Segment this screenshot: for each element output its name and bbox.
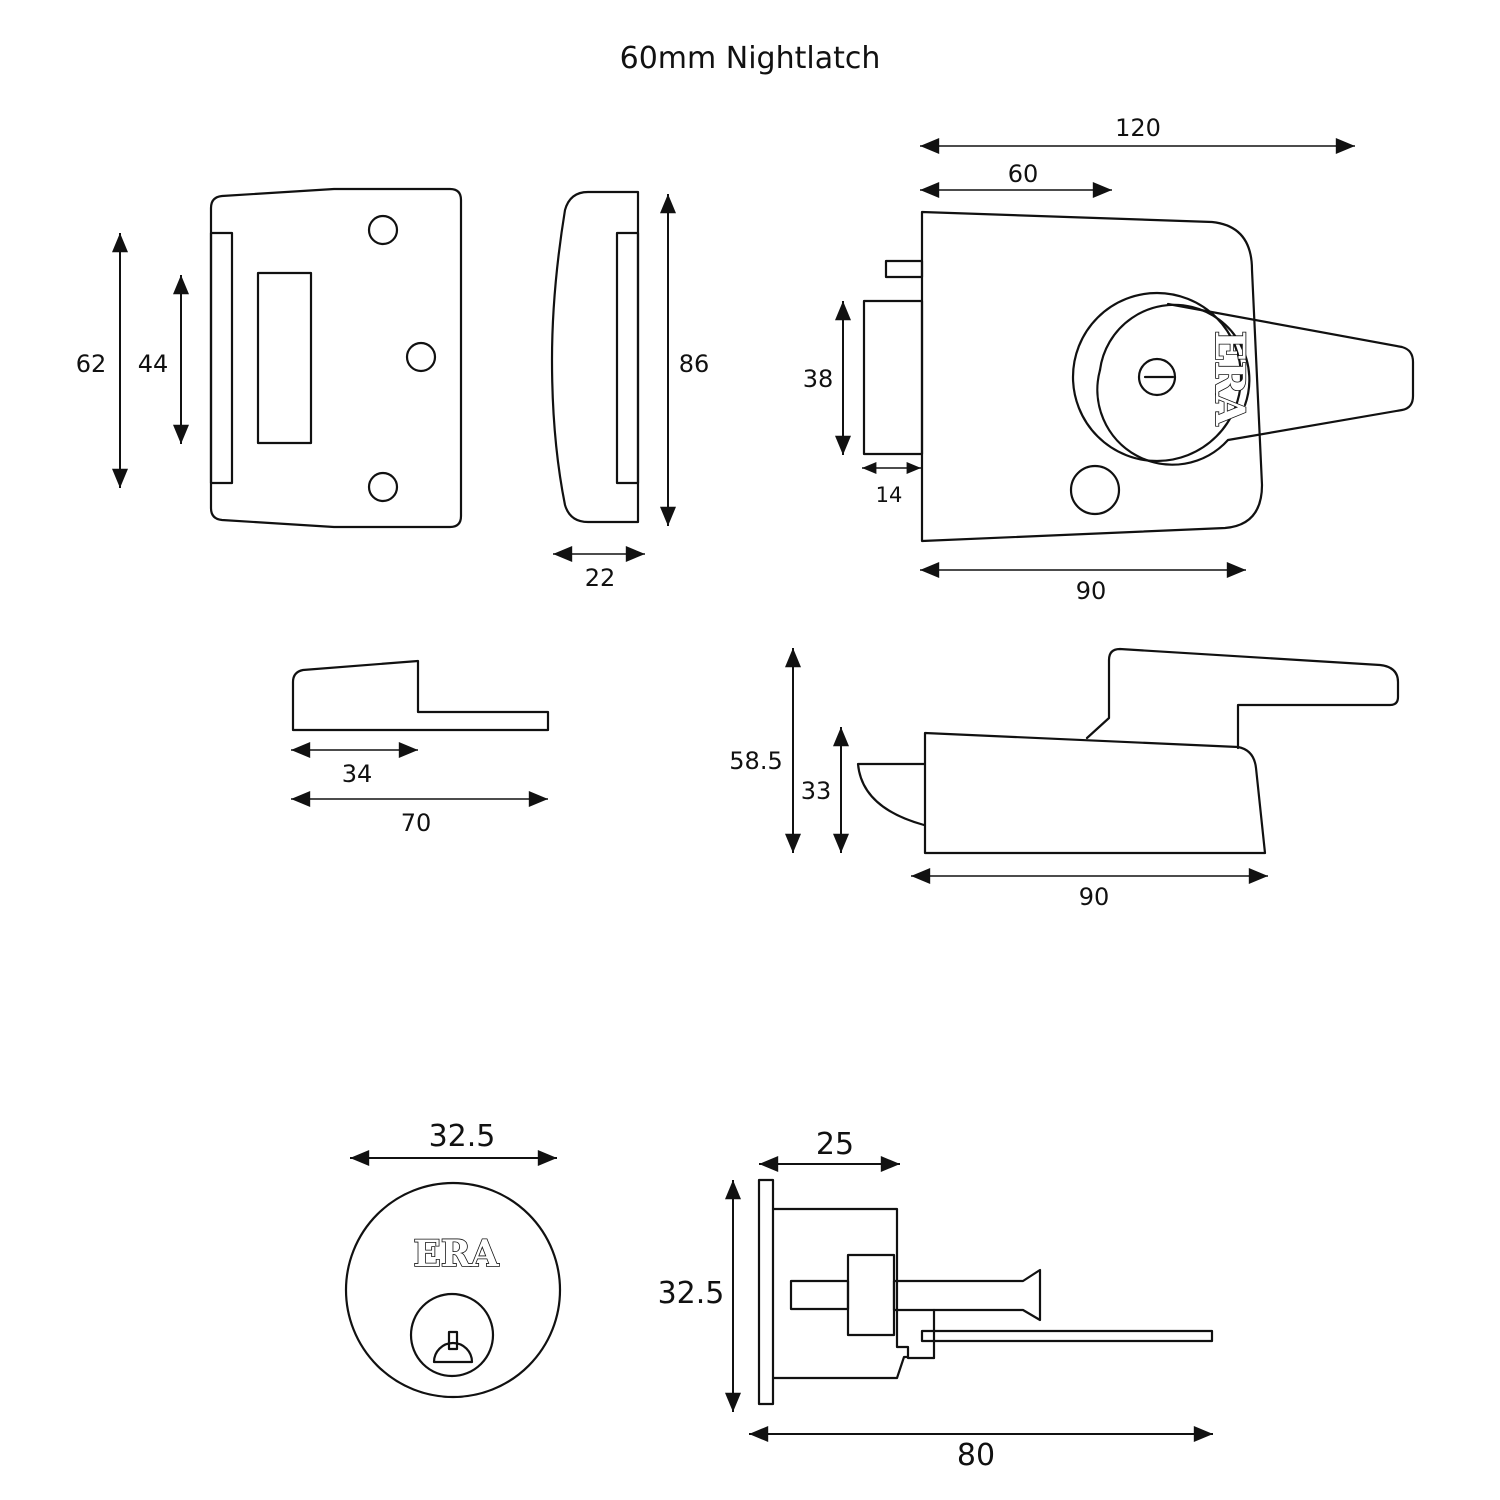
svg-text:38: 38 — [803, 365, 834, 393]
svg-text:14: 14 — [876, 483, 903, 507]
svg-text:62: 62 — [76, 350, 107, 378]
svg-text:90: 90 — [1079, 883, 1110, 911]
staple-side-view — [550, 190, 640, 524]
dim-cylinder-side-height: 32.5 — [658, 1179, 741, 1413]
dim-bolt-projection-14: 14 — [862, 462, 921, 507]
dim-staple-height-44: 44 — [138, 275, 189, 444]
drawing-title: 60mm Nightlatch — [620, 41, 881, 76]
svg-text:33: 33 — [801, 777, 832, 805]
dim-cylinder-diameter: 32.5 — [350, 1119, 557, 1166]
svg-text:90: 90 — [1076, 577, 1107, 605]
dim-cylinder-length-80: 80 — [749, 1426, 1214, 1473]
dim-staple-top-70: 70 — [291, 791, 548, 837]
svg-text:32.5: 32.5 — [429, 1119, 496, 1154]
dim-staple-depth-22: 22 — [553, 546, 645, 592]
svg-text:22: 22 — [585, 564, 616, 592]
dim-case-width-120: 120 — [920, 114, 1356, 154]
dim-staple-side-86: 86 — [660, 194, 710, 526]
cylinder-era-logo: ERA — [413, 1233, 499, 1275]
staple-front-view — [209, 187, 463, 529]
dim-staple-height-62: 62 — [76, 233, 128, 488]
dim-case-side-58-5: 58.5 — [729, 648, 801, 853]
case-side-view — [856, 647, 1400, 855]
svg-text:120: 120 — [1115, 114, 1161, 142]
svg-text:44: 44 — [138, 350, 169, 378]
staple-top-view — [291, 659, 550, 732]
svg-text:60: 60 — [1008, 160, 1039, 188]
case-front-view: ERA — [862, 210, 1415, 543]
svg-text:70: 70 — [401, 809, 432, 837]
handle-era-logo: ERA — [1206, 331, 1253, 427]
dim-case-side-33: 33 — [801, 727, 849, 853]
dim-bolt-height-38: 38 — [803, 301, 851, 455]
dim-cylinder-flange-25: 25 — [759, 1127, 900, 1172]
dim-case-width-90: 90 — [920, 562, 1247, 605]
svg-text:80: 80 — [957, 1438, 995, 1473]
cylinder-front-view: ERA — [344, 1181, 562, 1399]
dim-case-backset-60: 60 — [920, 160, 1113, 198]
dim-case-side-90: 90 — [911, 868, 1269, 911]
svg-text:34: 34 — [342, 760, 373, 788]
svg-text:32.5: 32.5 — [658, 1276, 725, 1311]
dim-staple-top-34: 34 — [291, 742, 418, 788]
svg-text:86: 86 — [679, 350, 710, 378]
svg-text:58.5: 58.5 — [729, 747, 782, 775]
cylinder-side-view — [757, 1178, 1214, 1406]
svg-text:25: 25 — [816, 1127, 854, 1162]
